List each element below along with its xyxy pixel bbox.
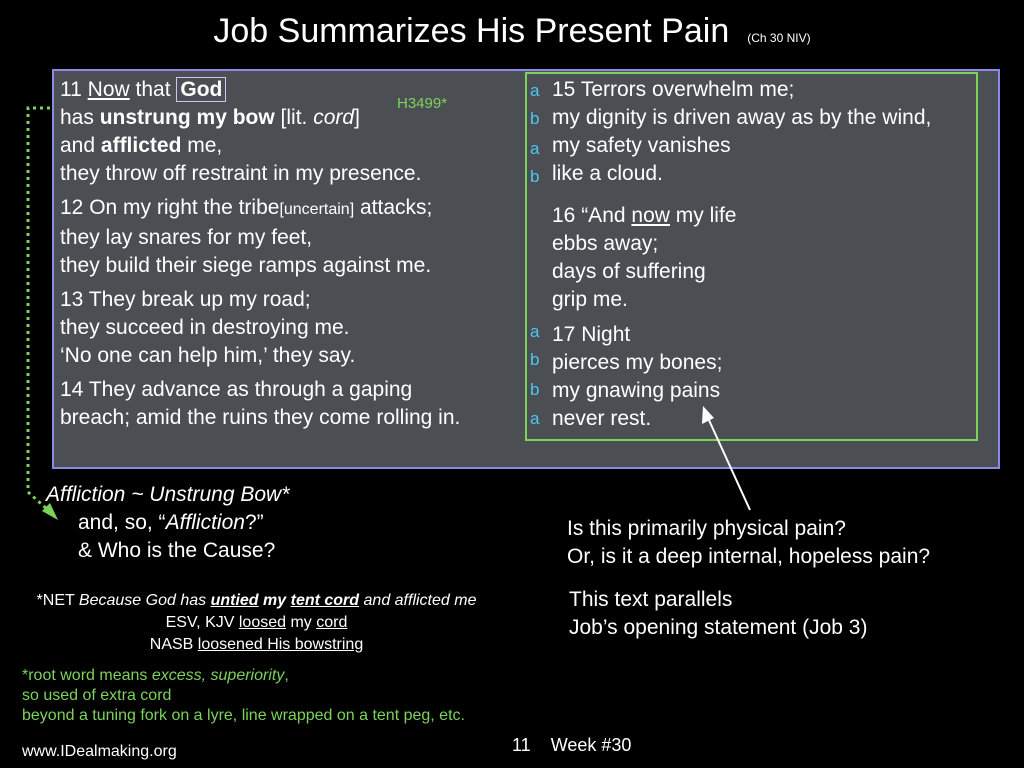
- verse-16: 16 “And now my life ebbs away; days of s…: [552, 204, 737, 311]
- parallel-marker: b: [530, 350, 540, 369]
- footer-page-week: 11 Week #30: [512, 735, 631, 756]
- pointer-arrow-head: [702, 406, 714, 424]
- footer-website: www.IDealmaking.org: [22, 743, 177, 760]
- left-verses: 11 Now that God has unstrung my bow [lit…: [60, 76, 460, 438]
- esv-kjv-translation: ESV, KJV loosed my cord: [165, 614, 348, 631]
- pain-questions: Is this primarily physical pain? Or, is …: [567, 517, 931, 568]
- verse-15: 15 Terrors overwhelm me; my dignity is d…: [552, 78, 932, 185]
- affliction-note: Affliction ~ Unstrung Bow* and, so, “Aff…: [46, 483, 290, 562]
- pointer-arrow: [707, 417, 751, 511]
- god-highlight: God: [176, 77, 227, 102]
- verse-14: 14 They advance as through a gaping brea…: [60, 378, 461, 429]
- week-label: Week #30: [550, 735, 632, 755]
- dotted-connector-arrow: [26, 106, 50, 512]
- parallel-marker: b: [530, 109, 540, 128]
- strongs-number: H3499*: [397, 95, 448, 112]
- parallel-marker: b: [530, 167, 540, 186]
- parallel-marker: a: [530, 322, 540, 341]
- right-verses: 15 Terrors overwhelm me; my dignity is d…: [552, 76, 931, 440]
- chapter-ref: (Ch 30 NIV): [747, 31, 811, 45]
- root-word-note: *root word means excess, superiority, so…: [22, 667, 465, 724]
- parallels-note: This text parallels Job’s opening statem…: [569, 588, 868, 639]
- net-translation: *NET Because God has untied my tent cord…: [36, 592, 477, 609]
- parallel-marker: a: [530, 139, 540, 158]
- parallel-marker: a: [530, 81, 540, 100]
- slide-title: Job Summarizes His Present Pain (Ch 30 NI…: [0, 12, 1024, 51]
- verse-17: 17 Night pierces my bones; my gnawing pa…: [552, 323, 723, 430]
- verse-11: 11 Now that God has unstrung my bow [lit…: [60, 77, 422, 185]
- parallel-verses-box: [525, 72, 978, 441]
- nasb-translation: NASB loosened His bowstring: [149, 636, 364, 653]
- title-main: Job Summarizes His Present Pain: [213, 12, 730, 50]
- verse-13: 13 They break up my road; they succeed i…: [60, 288, 356, 367]
- dotted-arrow-head: [42, 503, 58, 520]
- verse-12: 12 On my right the tribe[uncertain] atta…: [60, 196, 433, 277]
- page-number: 11: [512, 735, 531, 755]
- translation-comparison: *NET Because God has untied my tent cord…: [0, 590, 513, 656]
- parallel-marker: a: [530, 409, 540, 428]
- parallel-marker: b: [530, 380, 540, 399]
